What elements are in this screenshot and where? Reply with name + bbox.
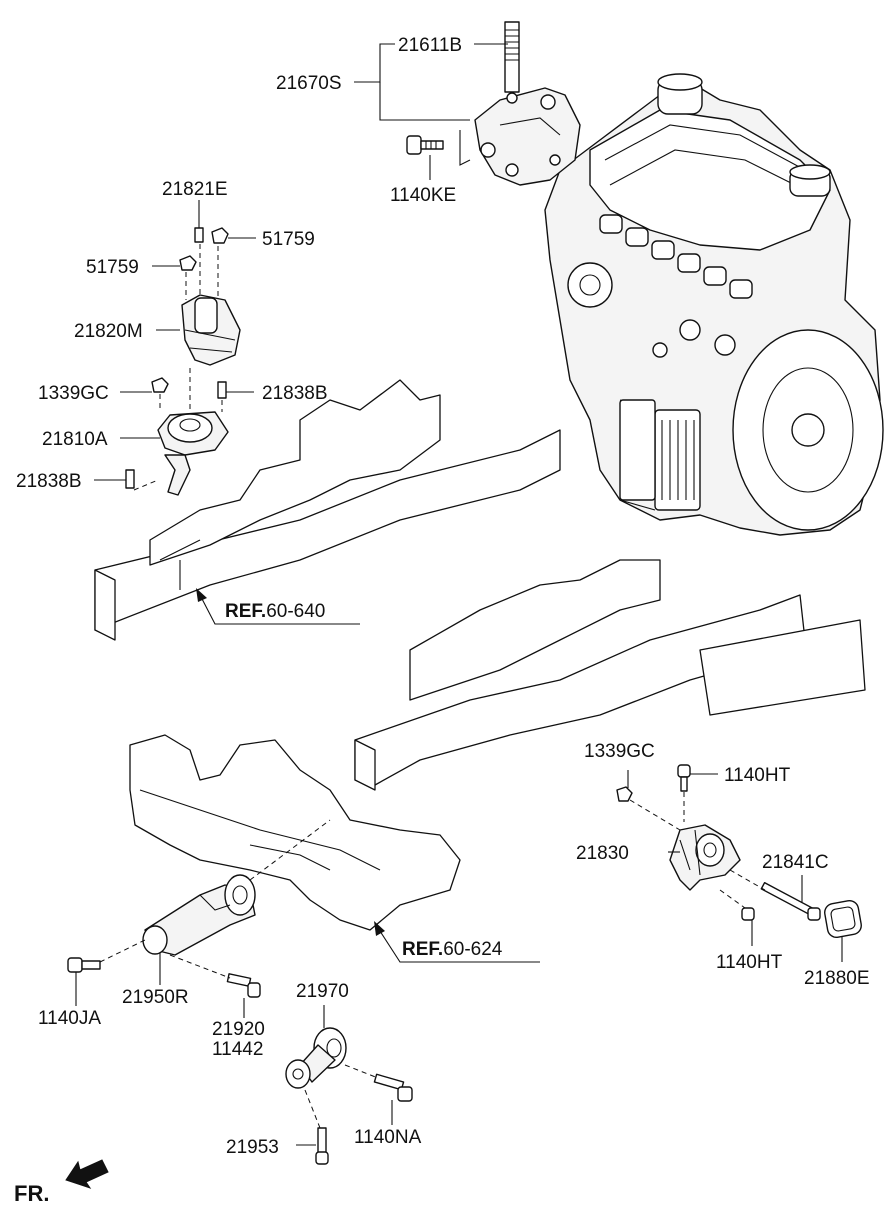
frame-rail-lower [354,559,866,791]
label-1140HT-top: 1140HT [724,765,791,786]
mount-insulator-21810A [157,411,229,496]
fasteners-right [616,764,821,921]
label-21841C: 21841C [762,852,829,873]
label-21920: 21920 [212,1019,265,1040]
label-21970: 21970 [296,981,349,1002]
small-fasteners-upper [125,227,229,489]
ref-60-624: REF.60-624 [402,939,503,960]
label-21950R: 21950R [122,987,189,1008]
bolts-lower-left [67,957,261,998]
label-1339GC-right: 1339GC [584,741,655,762]
label-21838B-bottom: 21838B [16,471,82,492]
mount-21830 [669,824,741,891]
label-21810A: 21810A [42,429,108,450]
mount-bracket-21820M [181,294,241,366]
label-21838B-top: 21838B [262,383,328,404]
label-1140HT-bottom: 1140HT [716,952,783,973]
label-1140NA: 1140NA [354,1127,422,1148]
frame-rail-upper [94,379,561,641]
label-21830: 21830 [576,843,629,864]
stud-21611B [504,21,520,93]
label-21611B: 21611B [398,35,462,56]
label-51759-right: 51759 [262,229,315,250]
label-21670S: 21670S [276,73,342,94]
front-direction-label: FR. [14,1181,49,1206]
bolt-1140KE [406,135,444,155]
label-21953: 21953 [226,1137,279,1158]
label-1339GC-top: 1339GC [38,383,109,404]
intake-ports [599,214,753,299]
front-arrow-icon [65,1159,109,1189]
leader-lines [75,43,843,1146]
label-1140JA: 1140JA [38,1008,101,1029]
rod-21970 [285,1027,347,1089]
ref-arrow-60-624 [374,921,540,963]
label-21820M: 21820M [74,321,143,342]
label-21880E: 21880E [804,968,870,989]
torque-rod-21950R [142,874,256,956]
engine-assembly [544,73,884,536]
label-11442: 11442 [212,1039,263,1060]
label-51759-left: 51759 [86,257,139,278]
subframe-crossmember [129,734,461,931]
front-direction-indicator: FR. [14,1159,109,1206]
cover-21880E [824,900,862,938]
ref-60-640: REF.60-640 [225,601,325,622]
ref-arrow-60-640 [196,588,360,625]
label-1140KE: 1140KE [390,185,456,206]
bolts-rod [315,1073,413,1165]
bracket-21670S [474,87,581,186]
label-21821E: 21821E [162,179,228,200]
